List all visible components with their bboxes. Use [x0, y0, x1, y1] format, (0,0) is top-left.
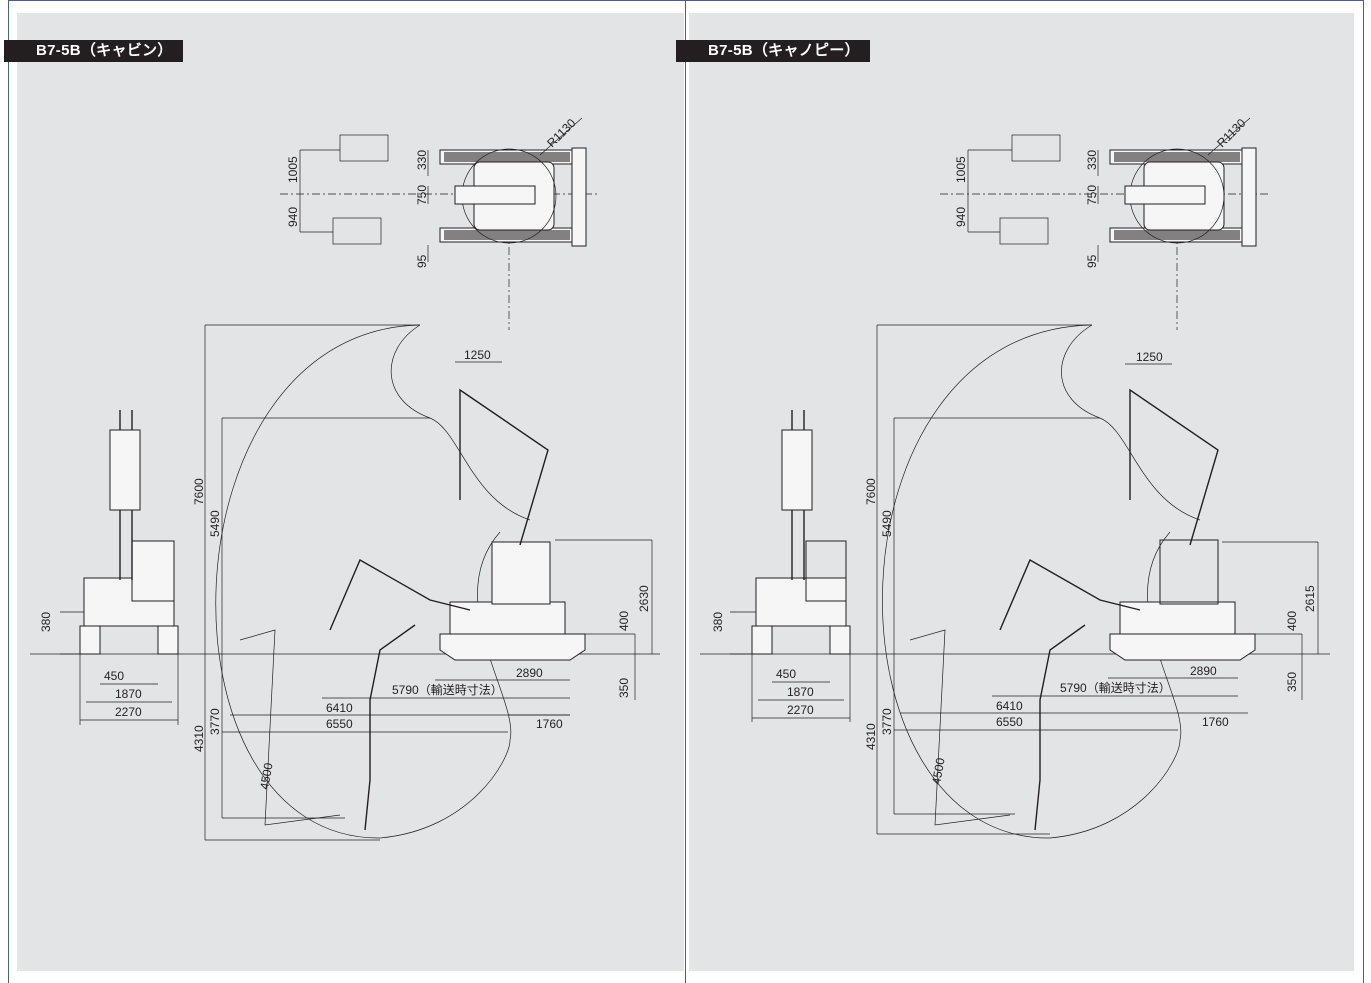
- dim-750: 750: [415, 185, 429, 205]
- dim-4310: 4310: [864, 723, 878, 750]
- dim-450: 450: [776, 667, 796, 681]
- frame-line-left: [8, 0, 9, 983]
- dim-450: 450: [104, 669, 124, 683]
- dim-400: 400: [1285, 611, 1299, 631]
- dim-5790: 5790（輸送時寸法）: [392, 682, 503, 697]
- dim-3770: 3770: [880, 708, 894, 735]
- dim-1760: 1760: [536, 717, 563, 731]
- panel-canopy: R1130 1005 940 330 750 95: [689, 13, 1354, 971]
- front-view: 380 450 1870 2270: [711, 410, 851, 722]
- frame-line-right: [1363, 0, 1364, 983]
- dim-5790: 5790（輸送時寸法）: [1060, 680, 1171, 695]
- dim-95: 95: [415, 254, 429, 268]
- dim-1005: 1005: [286, 156, 300, 183]
- dim-1005: 1005: [954, 156, 968, 183]
- dim-2270: 2270: [787, 703, 814, 717]
- dim-95: 95: [1085, 254, 1099, 268]
- dim-5490: 5490: [208, 510, 222, 537]
- dim-380: 380: [39, 612, 53, 632]
- dimension-drawing-cabin: R1130 1005 940 330 750 95: [30, 116, 660, 841]
- dim-6550: 6550: [996, 715, 1023, 729]
- panel-title-cabin: B7-5B（キャビン）: [4, 40, 183, 62]
- dim-2890: 2890: [1190, 664, 1217, 678]
- frame-line-top: [8, 0, 1364, 1]
- dim-r1130: R1130: [1214, 116, 1249, 151]
- dim-6410: 6410: [996, 699, 1023, 713]
- dim-750: 750: [1085, 185, 1099, 205]
- dim-7600: 7600: [192, 478, 206, 505]
- dim-7600: 7600: [864, 478, 878, 505]
- dim-330: 330: [1085, 150, 1099, 170]
- dim-940: 940: [954, 207, 968, 227]
- dim-350: 350: [617, 678, 631, 698]
- dimension-drawing-canopy: R1130 1005 940 330 750 95: [700, 116, 1330, 839]
- top-view: R1130 1005 940 330 750 95: [280, 116, 600, 330]
- dim-6550: 6550: [326, 717, 353, 731]
- dim-6410: 6410: [326, 701, 353, 715]
- dim-2890: 2890: [516, 666, 543, 680]
- frame-line-center: [685, 0, 686, 983]
- panel-cabin: R1130 1005 940 330 750 95: [17, 13, 684, 971]
- dim-1250: 1250: [464, 348, 491, 362]
- panel-title-canopy: B7-5B（キャノピー）: [676, 40, 870, 62]
- side-view: 1250 7600 5490 4310 3770 4500 2630 400 3…: [30, 324, 660, 841]
- dim-1870: 1870: [115, 687, 142, 701]
- dim-940: 940: [286, 207, 300, 227]
- dim-4310: 4310: [192, 725, 206, 752]
- dim-1250: 1250: [1136, 350, 1163, 364]
- dim-2630: 2630: [637, 585, 651, 612]
- dim-380: 380: [711, 612, 725, 632]
- dim-330: 330: [415, 150, 429, 170]
- side-view: 1250 7600 5490 4310 3770 4500 2615 400 3…: [700, 324, 1330, 839]
- dim-3770: 3770: [208, 708, 222, 735]
- dim-400: 400: [617, 611, 631, 631]
- dim-r1130: R1130: [544, 116, 579, 151]
- dim-1870: 1870: [787, 685, 814, 699]
- dim-5490: 5490: [880, 510, 894, 537]
- dim-2270: 2270: [115, 705, 142, 719]
- top-view: R1130 1005 940 330 750 95: [940, 116, 1270, 330]
- dim-350: 350: [1285, 672, 1299, 692]
- dim-4500: 4500: [929, 756, 947, 785]
- dim-4500: 4500: [257, 761, 275, 790]
- dim-1760: 1760: [1202, 715, 1229, 729]
- front-view: 380 450 1870 2270: [39, 410, 179, 725]
- dim-2615: 2615: [1303, 585, 1317, 612]
